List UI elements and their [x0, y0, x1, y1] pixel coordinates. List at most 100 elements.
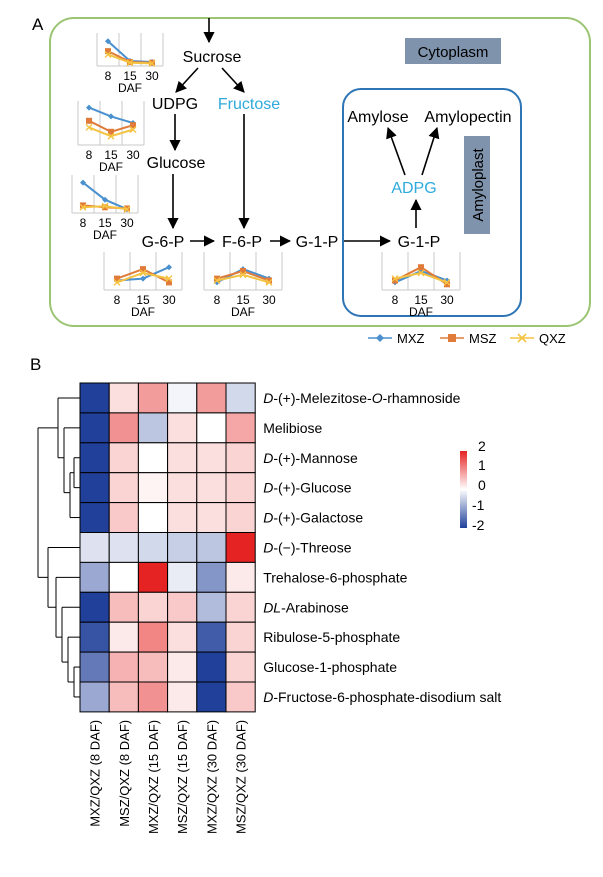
minichart-sucrose: 8 15 30 DAF: [96, 33, 164, 95]
node-sucrose: Sucrose: [183, 49, 242, 66]
heatmap-cell: [79, 681, 110, 713]
minichart-tick: 8: [105, 69, 112, 83]
heatmap-cell: [137, 502, 169, 534]
heatmap-cell: [167, 382, 198, 414]
minichart-point-mxz: [140, 275, 146, 282]
panel-a-label: A: [32, 15, 44, 34]
minichart-point-msz: [105, 48, 111, 55]
minichart-xlabel: DAF: [118, 81, 142, 95]
heatmap-cell: [137, 442, 169, 474]
heatmap-cell: [196, 532, 227, 563]
minichart-point-msz: [108, 128, 114, 135]
column-label: MSZ/QXZ (30 DAF): [234, 720, 249, 834]
legend: MXZ MSZ QXZ: [368, 331, 566, 346]
minichart-glucose: 8 15 30 DAF: [71, 175, 139, 242]
heatmap-cell: [225, 412, 256, 444]
diamond-marker-icon: [376, 334, 384, 342]
row-label: Trehalose-6-phosphate: [263, 569, 407, 585]
minichart-point-msz: [266, 277, 272, 284]
amyloplast-label: Amyloplast: [470, 147, 487, 221]
heatmap-cell: [108, 591, 139, 623]
heatmap-cell: [167, 591, 198, 623]
panel-a: A Cytoplasm Amyloplast Sucrose UDPG Fruc…: [32, 15, 591, 346]
minichart-tick: 30: [126, 148, 140, 162]
x-marker-icon: [517, 333, 527, 343]
minichart-g1p: 8 15 30 DAF: [381, 252, 461, 319]
heatmap-cell: [79, 532, 110, 563]
heatmap-cell: [79, 472, 110, 504]
colorbar-tick: -1: [472, 497, 485, 513]
minichart-point-qxz: [265, 278, 273, 286]
arrow-adpg-amylopectin: [421, 126, 440, 176]
heatmap-cell: [108, 442, 139, 474]
heatmap-cell: [225, 472, 256, 504]
heatmap-cell: [79, 651, 110, 683]
heatmap-cell: [108, 382, 139, 414]
heatmap-cell: [225, 502, 256, 534]
heatmap-cell: [137, 651, 169, 683]
column-label: MXZ/QXZ (15 DAF): [146, 720, 161, 834]
legend-item-qxz: QXZ: [510, 331, 566, 346]
panel-b: B D-(+)-Melezitose-O-rhamnosideMelibiose…: [30, 355, 501, 834]
heatmap-cell: [137, 621, 169, 653]
heatmap-cell: [167, 412, 198, 444]
heatmap-cell: [137, 561, 169, 593]
cytoplasm-boundary: [49, 17, 591, 327]
row-label: D-(+)-Mannose: [263, 450, 358, 466]
minichart-tick: 30: [162, 293, 176, 307]
minichart-tick: 15: [123, 69, 137, 83]
column-label: MSZ/QXZ (15 DAF): [175, 720, 190, 834]
minichart-point-qxz: [213, 277, 221, 284]
minichart-point-msz: [214, 275, 220, 282]
minichart-point-qxz: [165, 275, 173, 283]
heatmap-cell: [108, 502, 139, 534]
row-label: D-(+)-Glucose: [263, 480, 352, 496]
minichart-point-qxz: [139, 269, 147, 277]
heatmap-cell: [167, 621, 198, 653]
heatmap-cell: [137, 681, 169, 713]
node-glucose: Glucose: [147, 155, 206, 172]
heatmap-cell: [196, 591, 227, 623]
colorbar-tick: 0: [478, 477, 486, 493]
column-label: MSZ/QXZ (8 DAF): [117, 720, 132, 827]
legend-label: MSZ: [469, 331, 497, 346]
node-f6p: F-6-P: [222, 234, 262, 251]
minichart-g6p: 8 15 30 DAF: [103, 252, 183, 319]
cytoplasm-label-box: [405, 38, 501, 64]
heatmap-cell: [137, 382, 169, 414]
minichart-point-mxz: [105, 38, 111, 45]
row-label: DL-Arabinose: [263, 599, 349, 615]
panel-b-label: B: [30, 355, 41, 374]
row-labels: D-(+)-Melezitose-O-rhamnosideMelibioseD-…: [263, 390, 501, 705]
heatmap-cell: [225, 681, 256, 713]
minichart-point-qxz: [391, 275, 399, 283]
row-dendrogram: [37, 397, 80, 698]
row-label: D-(−)-Threose: [263, 539, 352, 555]
heatmap-cell: [225, 442, 256, 474]
heatmap-cell: [167, 442, 198, 474]
heatmap-cell: [108, 561, 139, 593]
colorbar: [460, 451, 467, 528]
minichart-tick: 30: [440, 293, 454, 307]
heatmap-cell: [137, 591, 169, 623]
minichart-point-msz: [166, 279, 172, 286]
heatmap-cell: [225, 621, 256, 653]
heatmap-cell: [79, 382, 110, 414]
minichart-point-msz: [80, 202, 86, 209]
minichart-xlabel: DAF: [131, 305, 155, 319]
minichart-tick: 8: [86, 148, 93, 162]
minichart-point-mxz: [102, 196, 108, 203]
heatmap-cell: [196, 621, 227, 653]
heatmap-cell: [108, 651, 139, 683]
minichart-point-qxz: [107, 132, 115, 140]
minichart-point-qxz: [417, 269, 425, 277]
heatmap-cell: [79, 561, 110, 593]
node-g1p-plastid: G-1-P: [398, 234, 441, 251]
minichart-point-qxz: [79, 203, 87, 211]
heatmap-cell: [167, 472, 198, 504]
minichart-point-msz: [392, 277, 398, 284]
amyloplast-boundary: [342, 88, 522, 317]
minichart-point-msz: [140, 266, 146, 273]
row-label: D-(+)-Melezitose-O-rhamnoside: [263, 390, 460, 406]
heatmap-cell: [137, 412, 169, 444]
